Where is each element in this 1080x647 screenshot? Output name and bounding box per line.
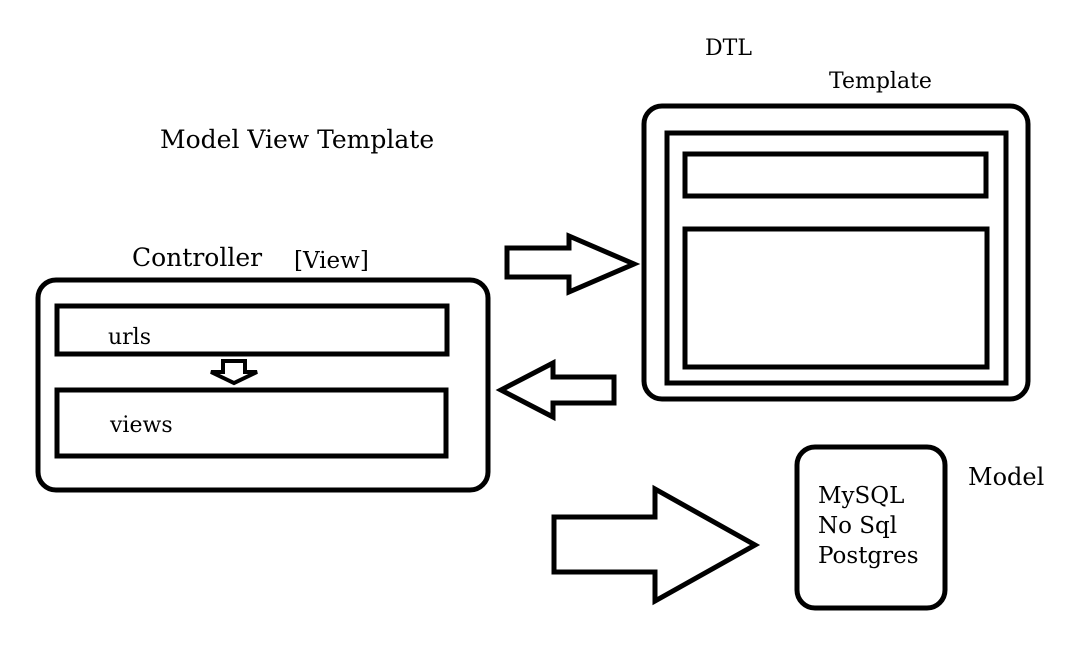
template-header-block (682, 151, 989, 199)
database-item-mysql: MySQL (818, 483, 905, 509)
view-label: [View] (294, 248, 369, 274)
arrow-urls-to-views (210, 359, 258, 386)
arrow-from-template (495, 358, 617, 422)
arrow-to-model (551, 484, 761, 606)
urls-box (54, 303, 450, 357)
template-body-block (682, 226, 990, 370)
urls-label: urls (108, 325, 152, 350)
model-box (794, 444, 948, 611)
database-list: MySQL No Sql Postgres (818, 481, 919, 571)
database-item-nosql: No Sql (818, 513, 898, 539)
arrow-to-template (504, 232, 641, 296)
model-label: Model (968, 463, 1045, 491)
views-box (54, 387, 449, 459)
diagram-title: Model View Template (160, 125, 435, 154)
views-label: views (110, 413, 173, 438)
dtl-label: DTL (705, 36, 752, 61)
template-label: Template (829, 69, 932, 94)
database-item-postgres: Postgres (818, 543, 919, 569)
controller-label: Controller (132, 243, 263, 272)
